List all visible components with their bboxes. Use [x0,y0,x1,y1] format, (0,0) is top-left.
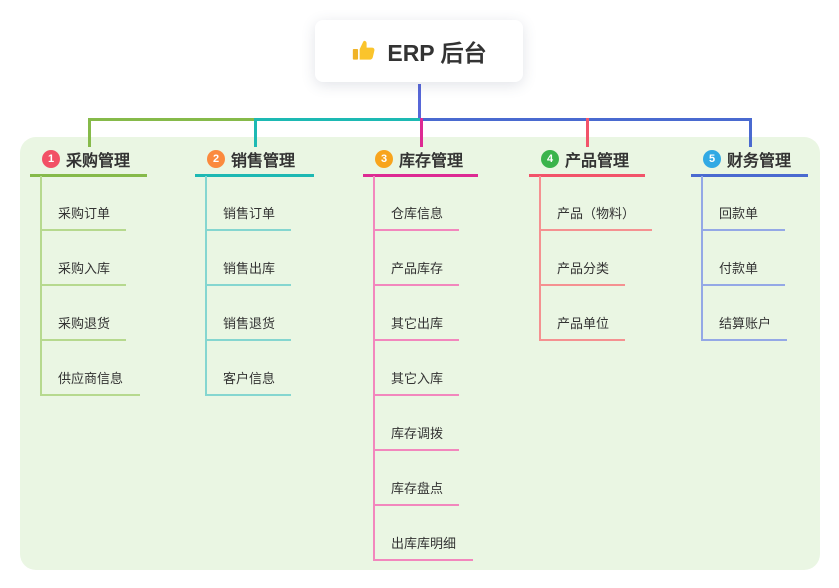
child-underline [373,394,459,396]
branch-number-badge: 5 [703,150,721,168]
branch-number-badge: 2 [207,150,225,168]
bus-segment-line [255,118,421,121]
child-underline [539,284,625,286]
branch-drop-line [254,118,257,147]
child-spine-line [701,176,703,341]
child-underline [40,394,140,396]
child-node[interactable]: 采购订单 [58,206,111,221]
thumbs-up-icon [351,38,377,64]
root-node-label: ERP 后台 [387,40,487,66]
branch-node-label: 采购管理 [66,153,131,170]
child-underline [701,229,785,231]
root-node[interactable]: ERP 后台 [315,20,523,82]
child-node[interactable]: 销售订单 [223,206,276,221]
branch-drop-line [420,118,423,147]
child-underline [701,284,785,286]
child-node[interactable]: 库存盘点 [391,481,444,496]
branch-node[interactable]: 5 财务管理 [703,149,792,170]
branch-underline [195,174,314,177]
child-underline [40,229,126,231]
branch-node-label: 产品管理 [565,153,630,170]
child-node[interactable]: 其它出库 [391,316,444,331]
child-node[interactable]: 库存调拨 [391,426,444,441]
branch-underline [30,174,147,177]
branch-number-badge: 4 [541,150,559,168]
child-underline [40,284,126,286]
child-underline [205,339,291,341]
branch-node[interactable]: 2 销售管理 [207,149,296,170]
child-spine-line [373,176,375,561]
mindmap-background-panel [20,137,820,570]
child-node[interactable]: 结算账户 [719,316,772,331]
child-node[interactable]: 供应商信息 [58,371,124,386]
child-node[interactable]: 客户信息 [223,371,276,386]
child-node[interactable]: 其它入库 [391,371,444,386]
child-spine-line [205,176,207,396]
bus-segment-line [89,118,255,121]
branch-node-label: 库存管理 [399,153,464,170]
child-node[interactable]: 仓库信息 [391,206,444,221]
child-underline [373,339,459,341]
child-underline [373,559,473,561]
child-underline [373,449,459,451]
child-node[interactable]: 采购退货 [58,316,111,331]
branch-drop-line [88,118,91,147]
child-underline [373,229,459,231]
child-spine-line [539,176,541,341]
child-node[interactable]: 产品分类 [557,261,610,276]
child-node[interactable]: 销售出库 [223,261,276,276]
child-node[interactable]: 回款单 [719,206,759,221]
child-underline [205,229,291,231]
child-node[interactable]: 出库库明细 [391,536,457,551]
child-node[interactable]: 采购入库 [58,261,111,276]
child-underline [205,284,291,286]
child-underline [539,339,625,341]
child-underline [539,229,652,231]
child-underline [701,339,787,341]
branch-node-label: 销售管理 [231,153,296,170]
child-underline [205,394,291,396]
child-underline [40,339,126,341]
child-node[interactable]: 产品（物料） [557,206,636,221]
branch-drop-line [586,118,589,147]
child-spine-line [40,176,42,396]
branch-number-badge: 1 [42,150,60,168]
branch-node[interactable]: 1 采购管理 [42,149,131,170]
branch-underline [529,174,645,177]
child-node[interactable]: 付款单 [719,261,759,276]
child-node[interactable]: 销售退货 [223,316,276,331]
branch-drop-line [749,118,752,147]
child-underline [373,284,459,286]
branch-node-label: 财务管理 [727,153,792,170]
branch-underline [691,174,808,177]
branch-node[interactable]: 3 库存管理 [375,149,464,170]
branch-underline [363,174,478,177]
child-underline [373,504,459,506]
branch-number-badge: 3 [375,150,393,168]
branch-node[interactable]: 4 产品管理 [541,149,630,170]
child-node[interactable]: 产品单位 [557,316,610,331]
root-connector-line [418,84,421,121]
child-node[interactable]: 产品库存 [391,261,444,276]
